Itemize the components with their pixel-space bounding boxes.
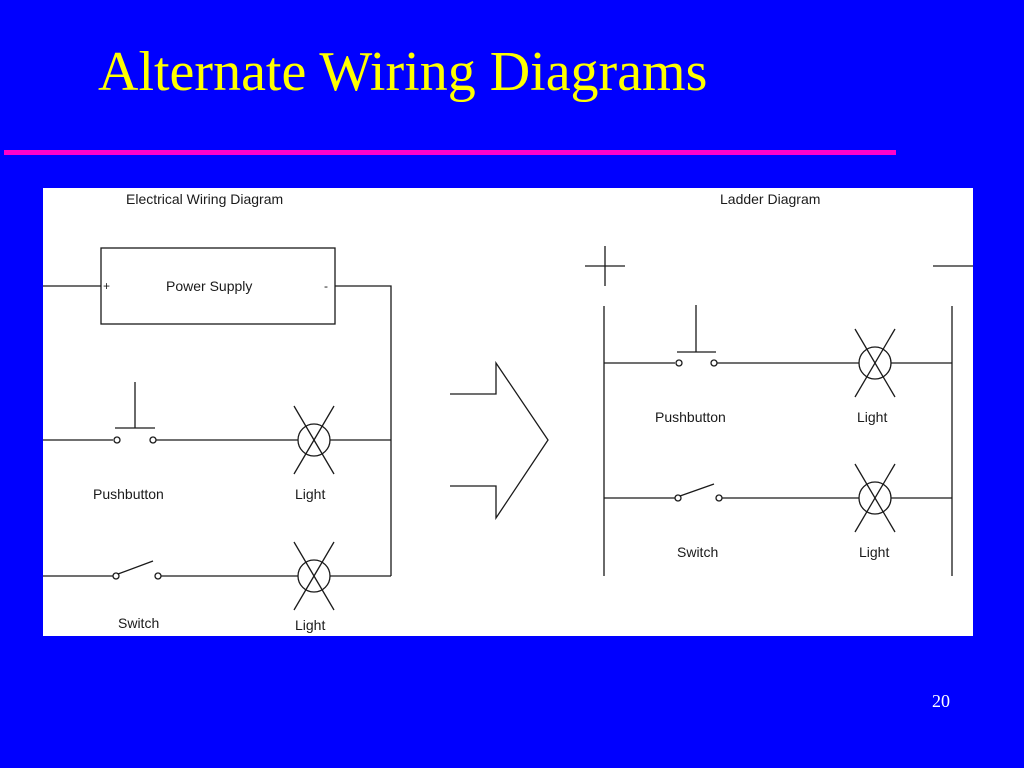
power-supply-label: Power Supply [166,278,252,294]
power-supply: + Power Supply - [100,247,336,325]
switch-lever [679,483,715,497]
switch-contact [154,572,162,580]
diagram-panel: Electrical Wiring Diagram + Power Supply… [43,188,973,636]
switch-label: Switch [118,615,159,631]
pushbutton-contact [149,436,157,444]
switch-contact [112,572,120,580]
switch-lever [117,560,154,575]
pushbutton-label: Pushbutton [655,409,726,425]
return-wire [335,285,392,576]
ladder-diagram-title: Ladder Diagram [720,191,820,207]
pushbutton-contact [710,359,718,367]
light-label: Light [295,617,325,633]
pushbutton-contact [113,436,121,444]
ladder-rung-2: Switch Light [604,463,952,560]
ladder-diagram: Ladder Diagram Pushbutton Li [585,191,973,576]
pushbutton-label: Pushbutton [93,486,164,502]
pushbutton-contact [675,359,683,367]
light-label: Light [859,544,889,560]
switch-contact [715,494,723,502]
conversion-arrow-icon [450,360,549,521]
power-supply-positive: + [103,279,110,293]
switch-contact [674,494,682,502]
light-label: Light [295,486,325,502]
slide-title: Alternate Wiring Diagrams [98,41,708,103]
ladder-rung-1: Pushbutton Light [604,305,952,425]
switch-label: Switch [677,544,718,560]
wiring-rung-2: Switch Light [43,541,391,633]
electrical-wiring-diagram: Electrical Wiring Diagram + Power Supply… [43,191,392,633]
power-supply-negative: - [324,279,328,293]
wiring-rung-1: Pushbutton Light [43,382,391,502]
page-number: 20 [932,691,950,711]
light-label: Light [857,409,887,425]
title-divider [4,150,896,155]
wiring-diagram-title: Electrical Wiring Diagram [126,191,283,207]
